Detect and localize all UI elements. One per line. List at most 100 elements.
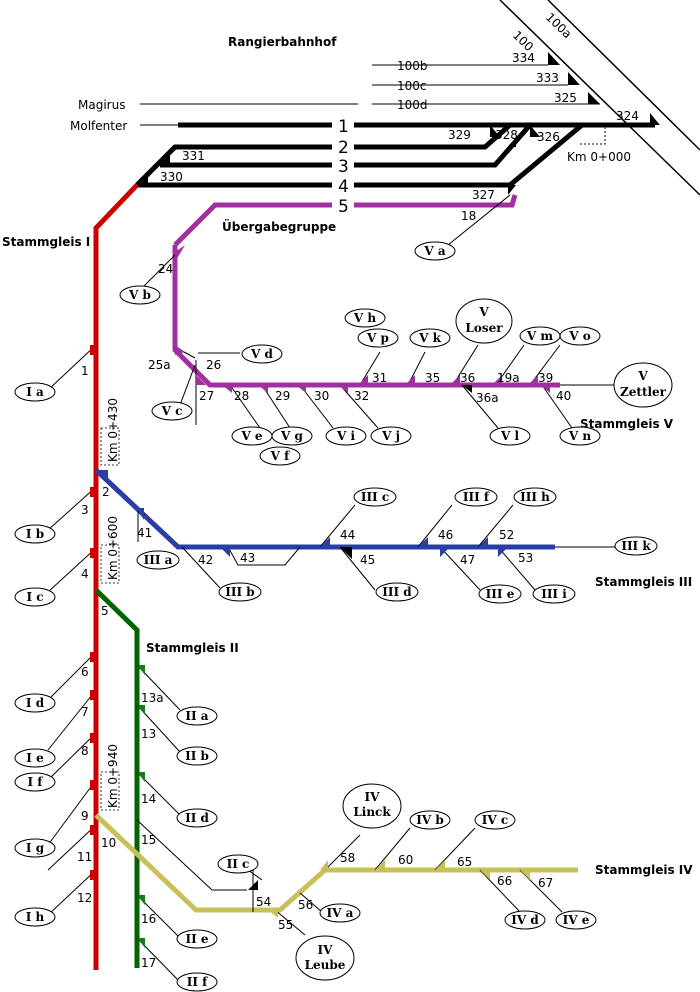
- stammgleis-4-label: Stammgleis IV: [595, 863, 693, 877]
- stammgleis-2-label: Stammgleis II: [146, 641, 239, 655]
- siding-i-b[interactable]: I b: [14, 524, 56, 544]
- svg-text:V b: V b: [128, 288, 151, 302]
- siding-v-j[interactable]: V j: [370, 426, 412, 446]
- stammgleis-3-label: Stammgleis III: [595, 575, 692, 589]
- svg-text:I f: I f: [28, 775, 44, 789]
- svg-text:II a: II a: [185, 709, 208, 723]
- siding-ii-c[interactable]: II c: [217, 854, 259, 874]
- siding-i-g[interactable]: I g: [14, 838, 56, 858]
- siding-iii-f[interactable]: III f: [454, 487, 498, 507]
- siding-v-i[interactable]: V i: [325, 426, 367, 446]
- svg-text:V: V: [478, 305, 489, 319]
- siding-iii-h[interactable]: III h: [513, 487, 557, 507]
- svg-text:I g: I g: [26, 841, 45, 855]
- siding-iv-c[interactable]: IV c: [474, 810, 516, 830]
- siding-iii-e[interactable]: III e: [478, 584, 522, 604]
- stammgleis-1-label: Stammgleis I: [2, 235, 90, 249]
- km-0-940-label: Km 0+940: [106, 744, 120, 808]
- siding-v-n[interactable]: V n: [559, 426, 601, 446]
- siding-i-c[interactable]: I c: [14, 587, 56, 607]
- siding-iii-c[interactable]: III c: [353, 487, 397, 507]
- siding-iii-i[interactable]: III i: [532, 584, 576, 604]
- svg-text:53: 53: [518, 551, 533, 565]
- svg-text:I c: I c: [26, 590, 43, 604]
- stammgleis-5-line: [172, 245, 560, 388]
- siding-v-l[interactable]: V l: [489, 426, 531, 446]
- siding-iv-d[interactable]: IV d: [504, 910, 546, 930]
- siding-i-f[interactable]: I f: [14, 772, 56, 792]
- siding-v-c[interactable]: V c: [151, 401, 193, 421]
- siding-i-h[interactable]: I h: [14, 907, 56, 927]
- siding-v-g[interactable]: V g: [271, 426, 313, 446]
- svg-text:67: 67: [538, 876, 553, 890]
- siding-v-f[interactable]: V f: [259, 446, 301, 466]
- svg-text:35: 35: [425, 371, 440, 385]
- svg-text:44: 44: [340, 528, 355, 542]
- svg-text:32: 32: [354, 389, 369, 403]
- svg-text:25a: 25a: [148, 358, 171, 372]
- siding-v-k[interactable]: V k: [409, 328, 451, 348]
- siding-v-m[interactable]: V m: [519, 326, 561, 346]
- svg-text:13a: 13a: [141, 691, 164, 705]
- line-1-sidings: I a I b I c I d I e I f I g I h: [14, 382, 56, 927]
- svg-text:V: V: [637, 369, 648, 383]
- siding-v-d[interactable]: V d: [241, 344, 283, 364]
- svg-text:19a: 19a: [497, 371, 520, 385]
- svg-text:V i: V i: [336, 429, 355, 443]
- siding-v-h[interactable]: V h: [344, 308, 386, 328]
- siding-ii-a[interactable]: II a: [176, 706, 218, 726]
- siding-i-e[interactable]: I e: [14, 748, 56, 768]
- svg-text:17: 17: [141, 956, 156, 970]
- siding-iv-a[interactable]: IV a: [319, 903, 361, 923]
- svg-text:III c: III c: [361, 490, 389, 504]
- siding-v-o[interactable]: V o: [559, 326, 601, 346]
- siding-v-b[interactable]: V b: [119, 285, 161, 305]
- siding-iv-b[interactable]: IV b: [409, 810, 451, 830]
- siding-i-a[interactable]: I a: [14, 382, 56, 402]
- siding-i-d[interactable]: I d: [14, 693, 56, 713]
- siding-v-e[interactable]: V e: [231, 426, 273, 446]
- svg-text:9: 9: [81, 809, 89, 823]
- svg-text:28: 28: [234, 389, 249, 403]
- svg-text:6: 6: [81, 665, 89, 679]
- svg-text:39: 39: [538, 371, 553, 385]
- svg-text:15: 15: [141, 833, 156, 847]
- siding-v-p[interactable]: V p: [357, 328, 399, 348]
- svg-text:V o: V o: [568, 329, 591, 343]
- siding-iii-b[interactable]: III b: [218, 582, 262, 602]
- svg-text:4: 4: [81, 567, 89, 581]
- svg-text:V k: V k: [418, 331, 441, 345]
- stammgleis-5-label: Stammgleis V: [580, 417, 674, 431]
- svg-text:325: 325: [554, 91, 577, 105]
- km-0-430-label: Km 0+430: [106, 398, 120, 462]
- siding-v-a[interactable]: V a: [414, 241, 456, 261]
- track-100c-label: 100c: [397, 79, 427, 93]
- siding-iii-k[interactable]: III k: [614, 536, 658, 556]
- yard-track-2-label: 2: [338, 138, 349, 158]
- svg-text:324: 324: [616, 109, 639, 123]
- svg-text:V a: V a: [423, 244, 445, 258]
- siding-iv-e[interactable]: IV e: [555, 910, 597, 930]
- svg-text:46: 46: [438, 528, 453, 542]
- svg-text:16: 16: [141, 912, 156, 926]
- svg-text:V n: V n: [568, 429, 591, 443]
- km-0-600-label: Km 0+600: [106, 516, 120, 580]
- siding-ii-d[interactable]: II d: [176, 808, 218, 828]
- siding-ii-f[interactable]: II f: [176, 972, 218, 992]
- svg-text:III a: III a: [144, 553, 173, 567]
- svg-text:45: 45: [360, 553, 375, 567]
- siding-ii-b[interactable]: II b: [176, 746, 218, 766]
- siding-iii-d[interactable]: III d: [375, 582, 419, 602]
- siding-ii-e[interactable]: II e: [176, 929, 218, 949]
- siding-iii-a[interactable]: III a: [136, 550, 180, 570]
- magirus-label: Magirus: [78, 98, 125, 112]
- svg-text:V e: V e: [240, 429, 262, 443]
- svg-text:8: 8: [81, 744, 89, 758]
- track-100a-label: 100a: [543, 10, 574, 41]
- svg-text:60: 60: [398, 853, 413, 867]
- svg-text:36a: 36a: [476, 391, 499, 405]
